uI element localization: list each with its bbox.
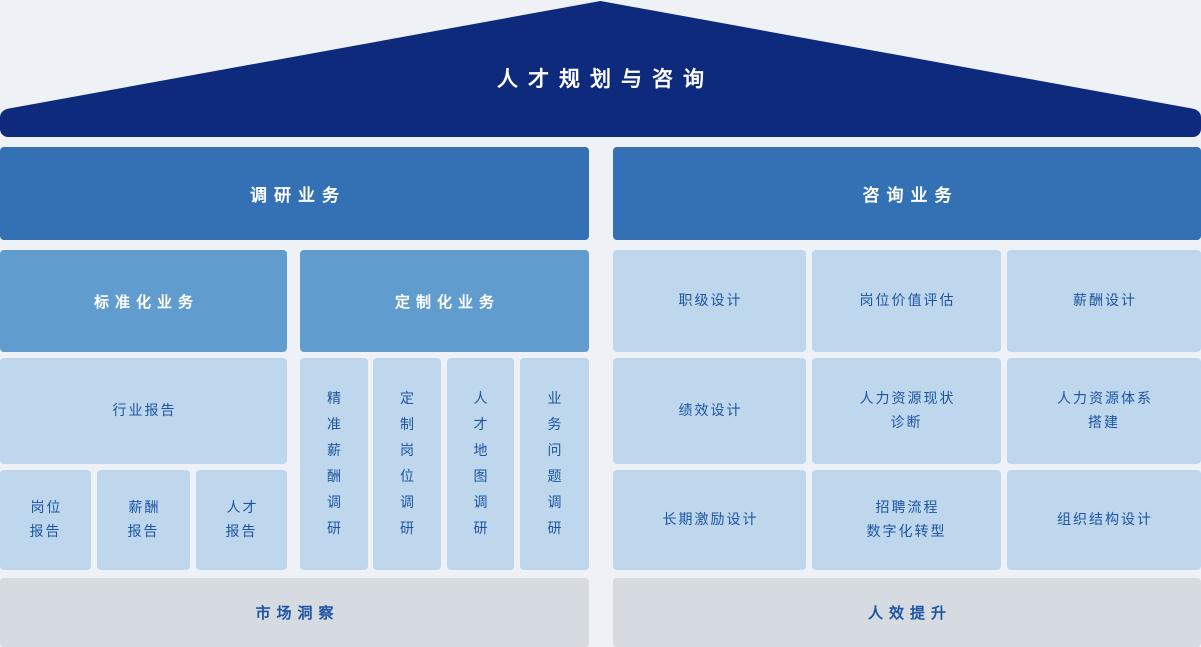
cell-hr-system-building: 人力资源体系 搭建 — [1007, 358, 1201, 464]
cell-custom-position-survey: 定制岗位调研 — [373, 358, 441, 570]
cell-industry-report: 行业报告 — [0, 358, 287, 464]
cell-precise-salary-survey: 精准薪酬调研 — [300, 358, 368, 570]
cell-custom-position-survey-label: 定制岗位调研 — [400, 390, 414, 536]
cell-business-issue-survey-label: 业务问题调研 — [547, 390, 562, 536]
cell-job-level-design: 职级设计 — [613, 250, 806, 352]
cell-org-structure-design: 组织结构设计 — [1007, 470, 1201, 570]
cell-compensation-design: 薪酬设计 — [1007, 250, 1201, 352]
cell-recruitment-digital-transformation: 招聘流程 数字化转型 — [812, 470, 1001, 570]
cell-hr-status-diagnosis: 人力资源现状 诊断 — [812, 358, 1001, 464]
standardized-business-header: 标准化业务 — [0, 250, 287, 352]
cell-performance-design: 绩效设计 — [613, 358, 806, 464]
cell-long-term-incentive-design: 长期激励设计 — [613, 470, 806, 570]
cell-salary-report: 薪酬 报告 — [97, 470, 190, 570]
cell-precise-salary-survey-label: 精准薪酬调研 — [327, 390, 341, 536]
research-business-header: 调研业务 — [0, 147, 589, 240]
cell-position-report: 岗位 报告 — [0, 470, 91, 570]
cell-business-issue-survey: 业务问题调研 — [520, 358, 589, 570]
footer-market-insight: 市场洞察 — [0, 578, 589, 647]
consulting-business-header: 咨询业务 — [613, 147, 1201, 240]
footer-hr-efficiency: 人效提升 — [613, 578, 1201, 647]
cell-talent-map-survey-label: 人才地图调研 — [473, 390, 488, 536]
diagram-title: 人才规划与咨询 — [497, 68, 714, 91]
cell-talent-report: 人才 报告 — [196, 470, 287, 570]
roof-shape — [0, 1, 1201, 137]
cell-talent-map-survey: 人才地图调研 — [447, 358, 514, 570]
customized-business-header: 定制化业务 — [300, 250, 589, 352]
cell-position-value-evaluation: 岗位价值评估 — [812, 250, 1001, 352]
